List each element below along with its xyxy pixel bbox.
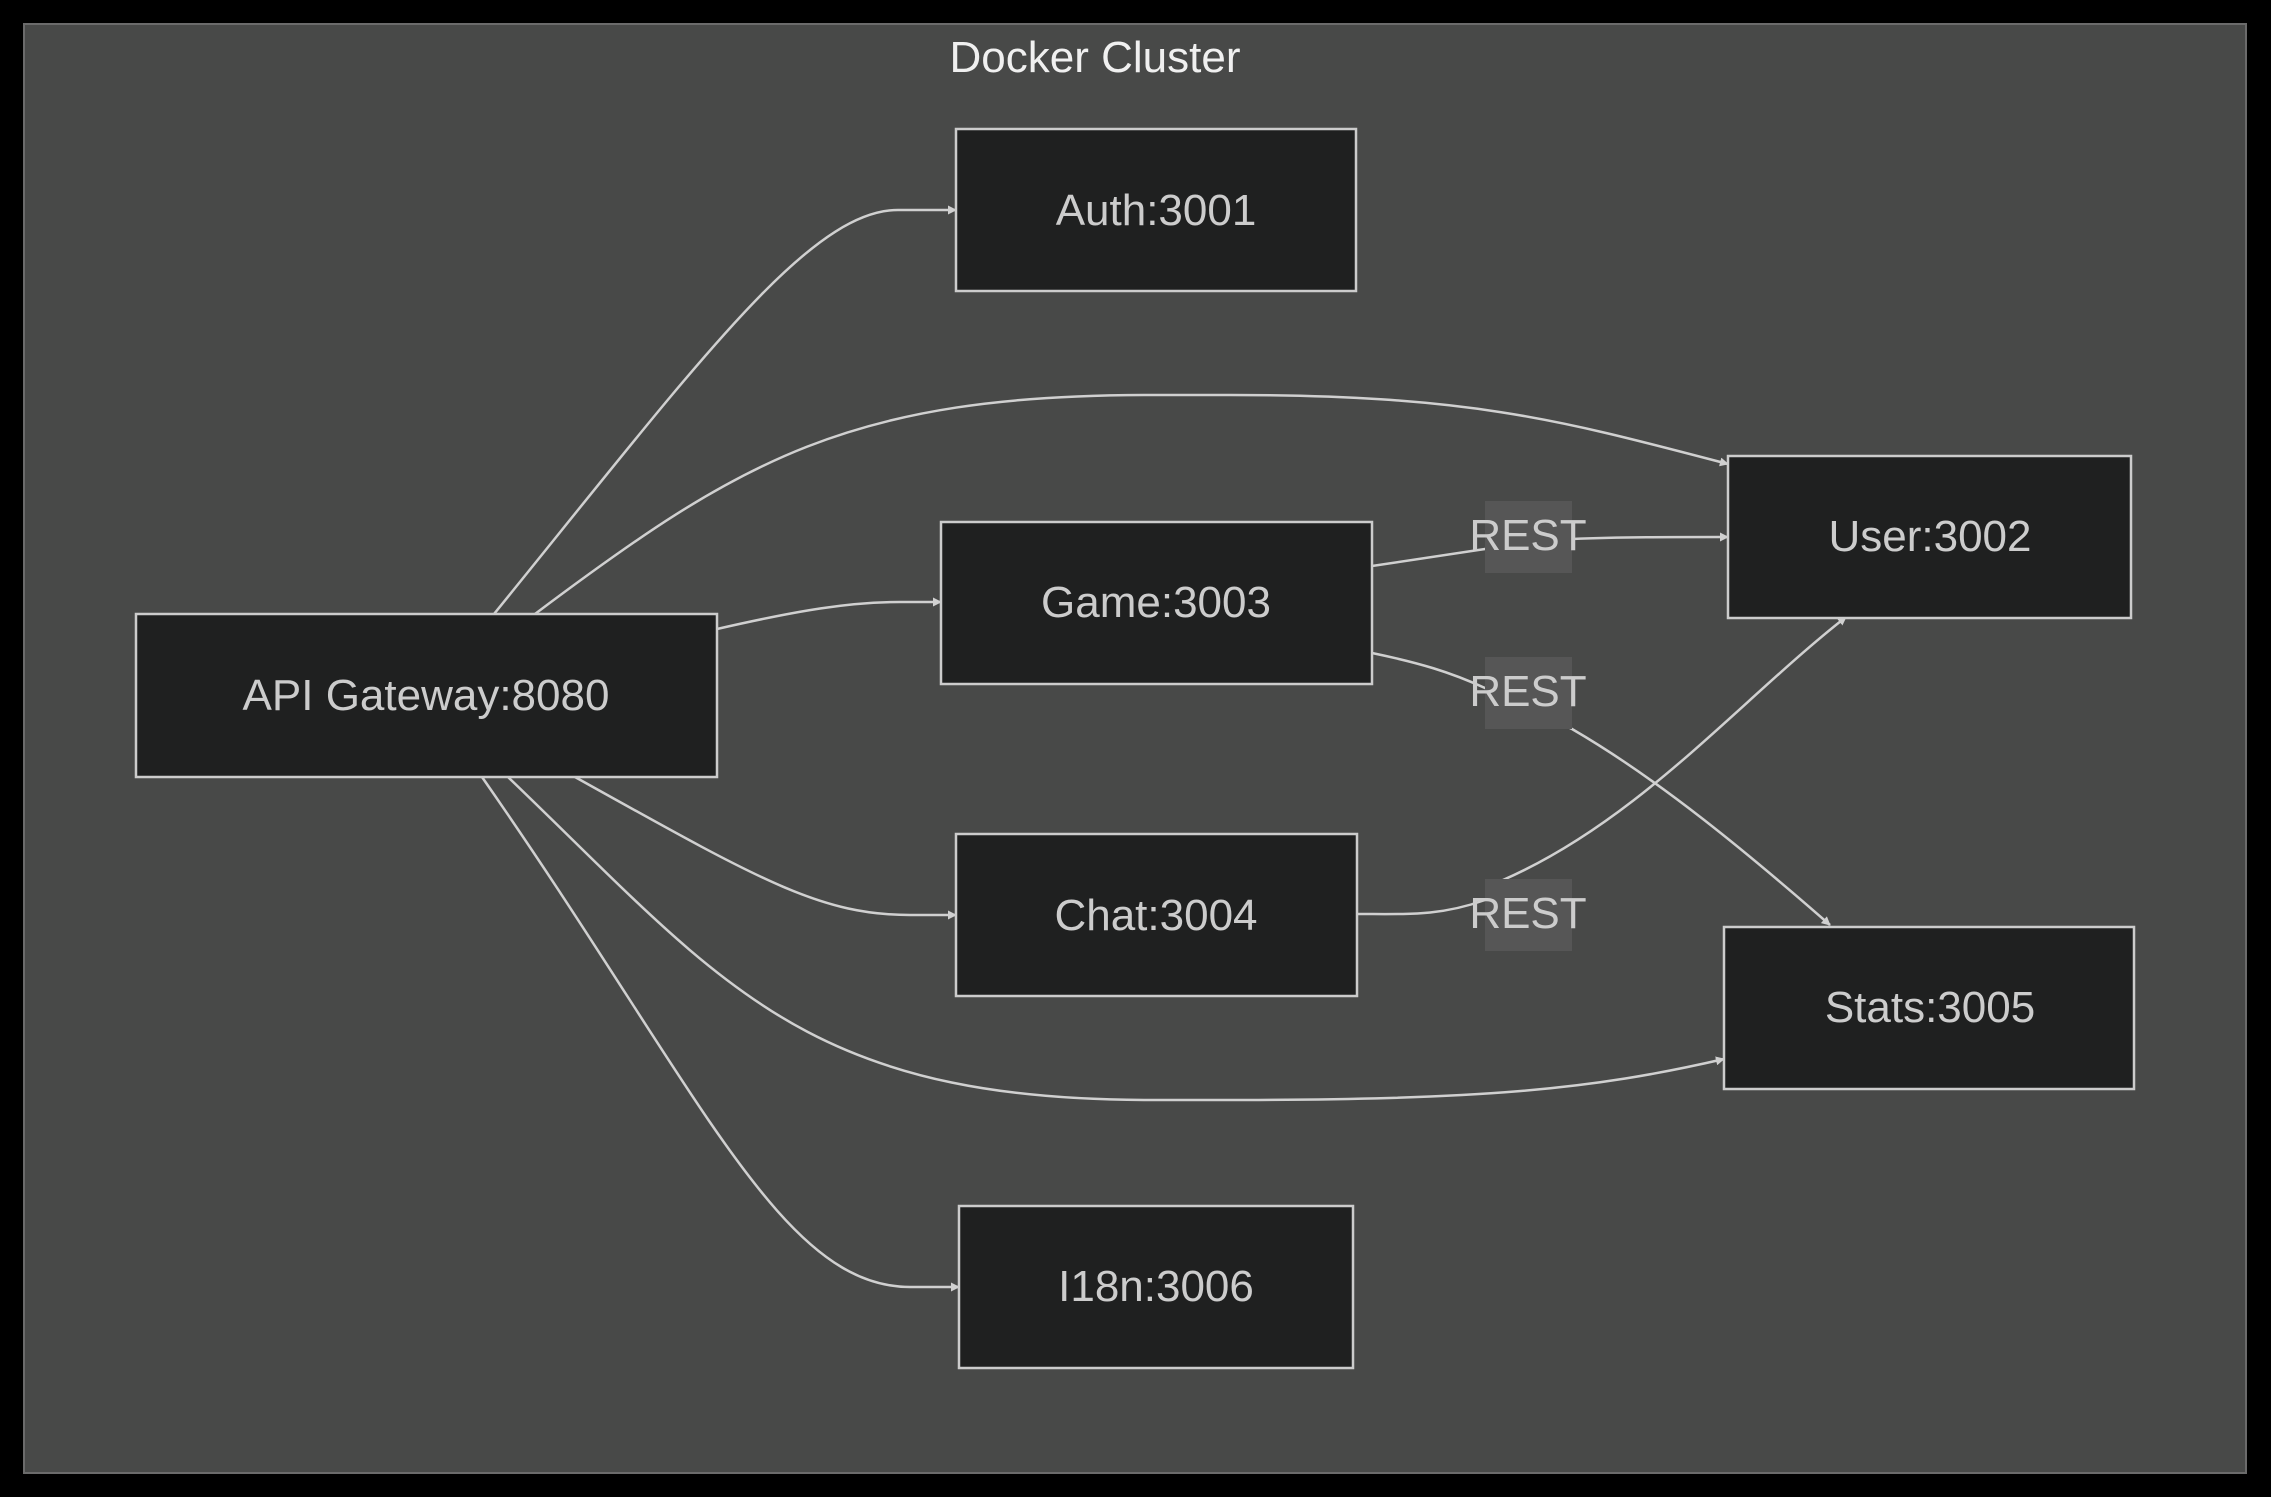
edge-gateway-game bbox=[716, 597, 942, 631]
node-label: I18n:3006 bbox=[1058, 1262, 1254, 1311]
edge-label-text: REST bbox=[1469, 511, 1586, 560]
edge-game-user bbox=[1371, 532, 1729, 568]
edge-label-game-stats: REST bbox=[1469, 657, 1587, 729]
node-label: User:3002 bbox=[1828, 512, 2031, 561]
edge-label-text: REST bbox=[1469, 889, 1586, 938]
node-stats[interactable]: Stats:3005 bbox=[1722, 925, 2136, 1091]
edge-label-text: REST bbox=[1469, 667, 1586, 716]
edge-gateway-stats bbox=[507, 776, 1725, 1102]
edge-gateway-user bbox=[534, 393, 1729, 615]
node-label: Game:3003 bbox=[1041, 578, 1271, 627]
node-user[interactable]: User:3002 bbox=[1726, 454, 2133, 620]
node-api-gateway[interactable]: API Gateway:8080 bbox=[134, 612, 719, 779]
edge-gateway-chat bbox=[574, 775, 957, 920]
cluster-title: Docker Cluster bbox=[950, 33, 1241, 82]
node-label: Chat:3004 bbox=[1054, 891, 1257, 940]
node-i18n[interactable]: I18n:3006 bbox=[957, 1204, 1355, 1370]
node-label: Auth:3001 bbox=[1056, 186, 1257, 235]
edge-label-chat-user: REST bbox=[1469, 879, 1587, 951]
node-auth[interactable]: Auth:3001 bbox=[954, 127, 1358, 293]
node-label: Stats:3005 bbox=[1825, 983, 2035, 1032]
node-label: API Gateway:8080 bbox=[243, 671, 610, 720]
edge-label-game-user: REST bbox=[1469, 501, 1587, 573]
edge-gateway-i18n bbox=[480, 776, 960, 1292]
edge-game-stats bbox=[1371, 651, 1831, 926]
node-game[interactable]: Game:3003 bbox=[939, 520, 1374, 686]
node-chat[interactable]: Chat:3004 bbox=[954, 832, 1359, 998]
edge-gateway-auth bbox=[493, 205, 957, 615]
edge-chat-user bbox=[1356, 616, 1847, 916]
